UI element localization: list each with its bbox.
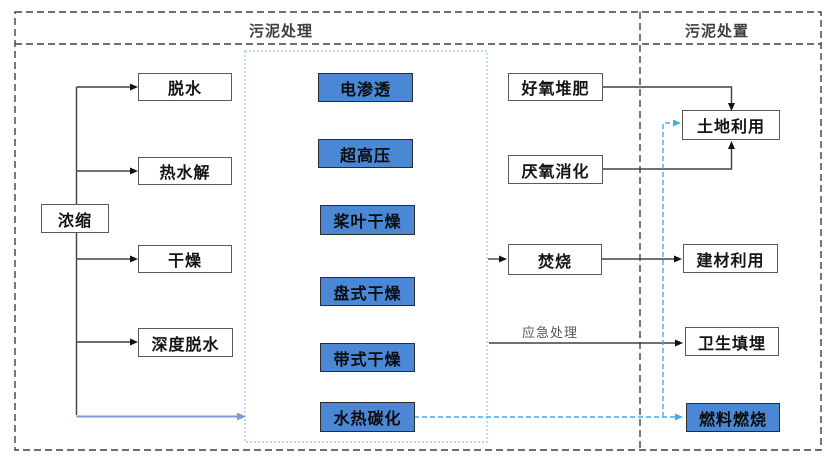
node-electro-osmosis: 电渗透 <box>318 73 413 102</box>
edge-aerobic-land-use <box>603 86 733 104</box>
node-drying: 干燥 <box>138 245 232 273</box>
black-connectors <box>75 86 733 415</box>
header-sludge-treatment: 污泥处理 <box>248 23 313 40</box>
edge-anaerobic-land-use <box>603 149 733 170</box>
node-building-material-use: 建材利用 <box>683 244 778 273</box>
node-thickening: 浓缩 <box>41 204 109 233</box>
sky-dashed-arrowheads <box>673 119 683 421</box>
node-dewatering: 脱水 <box>138 73 232 101</box>
sky-dashed-connectors <box>414 122 676 418</box>
node-ultra-high-pressure: 超高压 <box>318 139 413 168</box>
node-incineration: 焚烧 <box>508 244 602 275</box>
emergency-treatment-label: 应急处理 <box>522 325 579 340</box>
periwinkle-arrow <box>76 412 246 421</box>
technology-container-border <box>244 50 488 443</box>
edge-htc-land-use <box>662 122 674 417</box>
node-hydrothermal-carbonization: 水热碳化 <box>320 402 415 432</box>
header-sludge-disposal: 污泥处置 <box>684 23 749 40</box>
node-land-use: 土地利用 <box>682 110 780 140</box>
black-arrowheads <box>130 83 735 347</box>
outer-dashed-frame <box>14 11 822 451</box>
node-fuel-combustion: 燃料燃烧 <box>686 403 780 432</box>
node-anaerobic-digestion: 厌氧消化 <box>508 155 603 184</box>
node-disc-drying: 盘式干燥 <box>320 277 415 306</box>
node-sanitary-landfill: 卫生填埋 <box>685 327 779 356</box>
node-thermal-hydrolysis: 热水解 <box>138 157 232 185</box>
node-belt-drying: 带式干燥 <box>320 343 415 372</box>
node-aerobic-composting: 好氧堆肥 <box>508 73 603 101</box>
node-paddle-drying: 桨叶干燥 <box>320 205 415 235</box>
node-deep-dewatering: 深度脱水 <box>138 328 233 357</box>
